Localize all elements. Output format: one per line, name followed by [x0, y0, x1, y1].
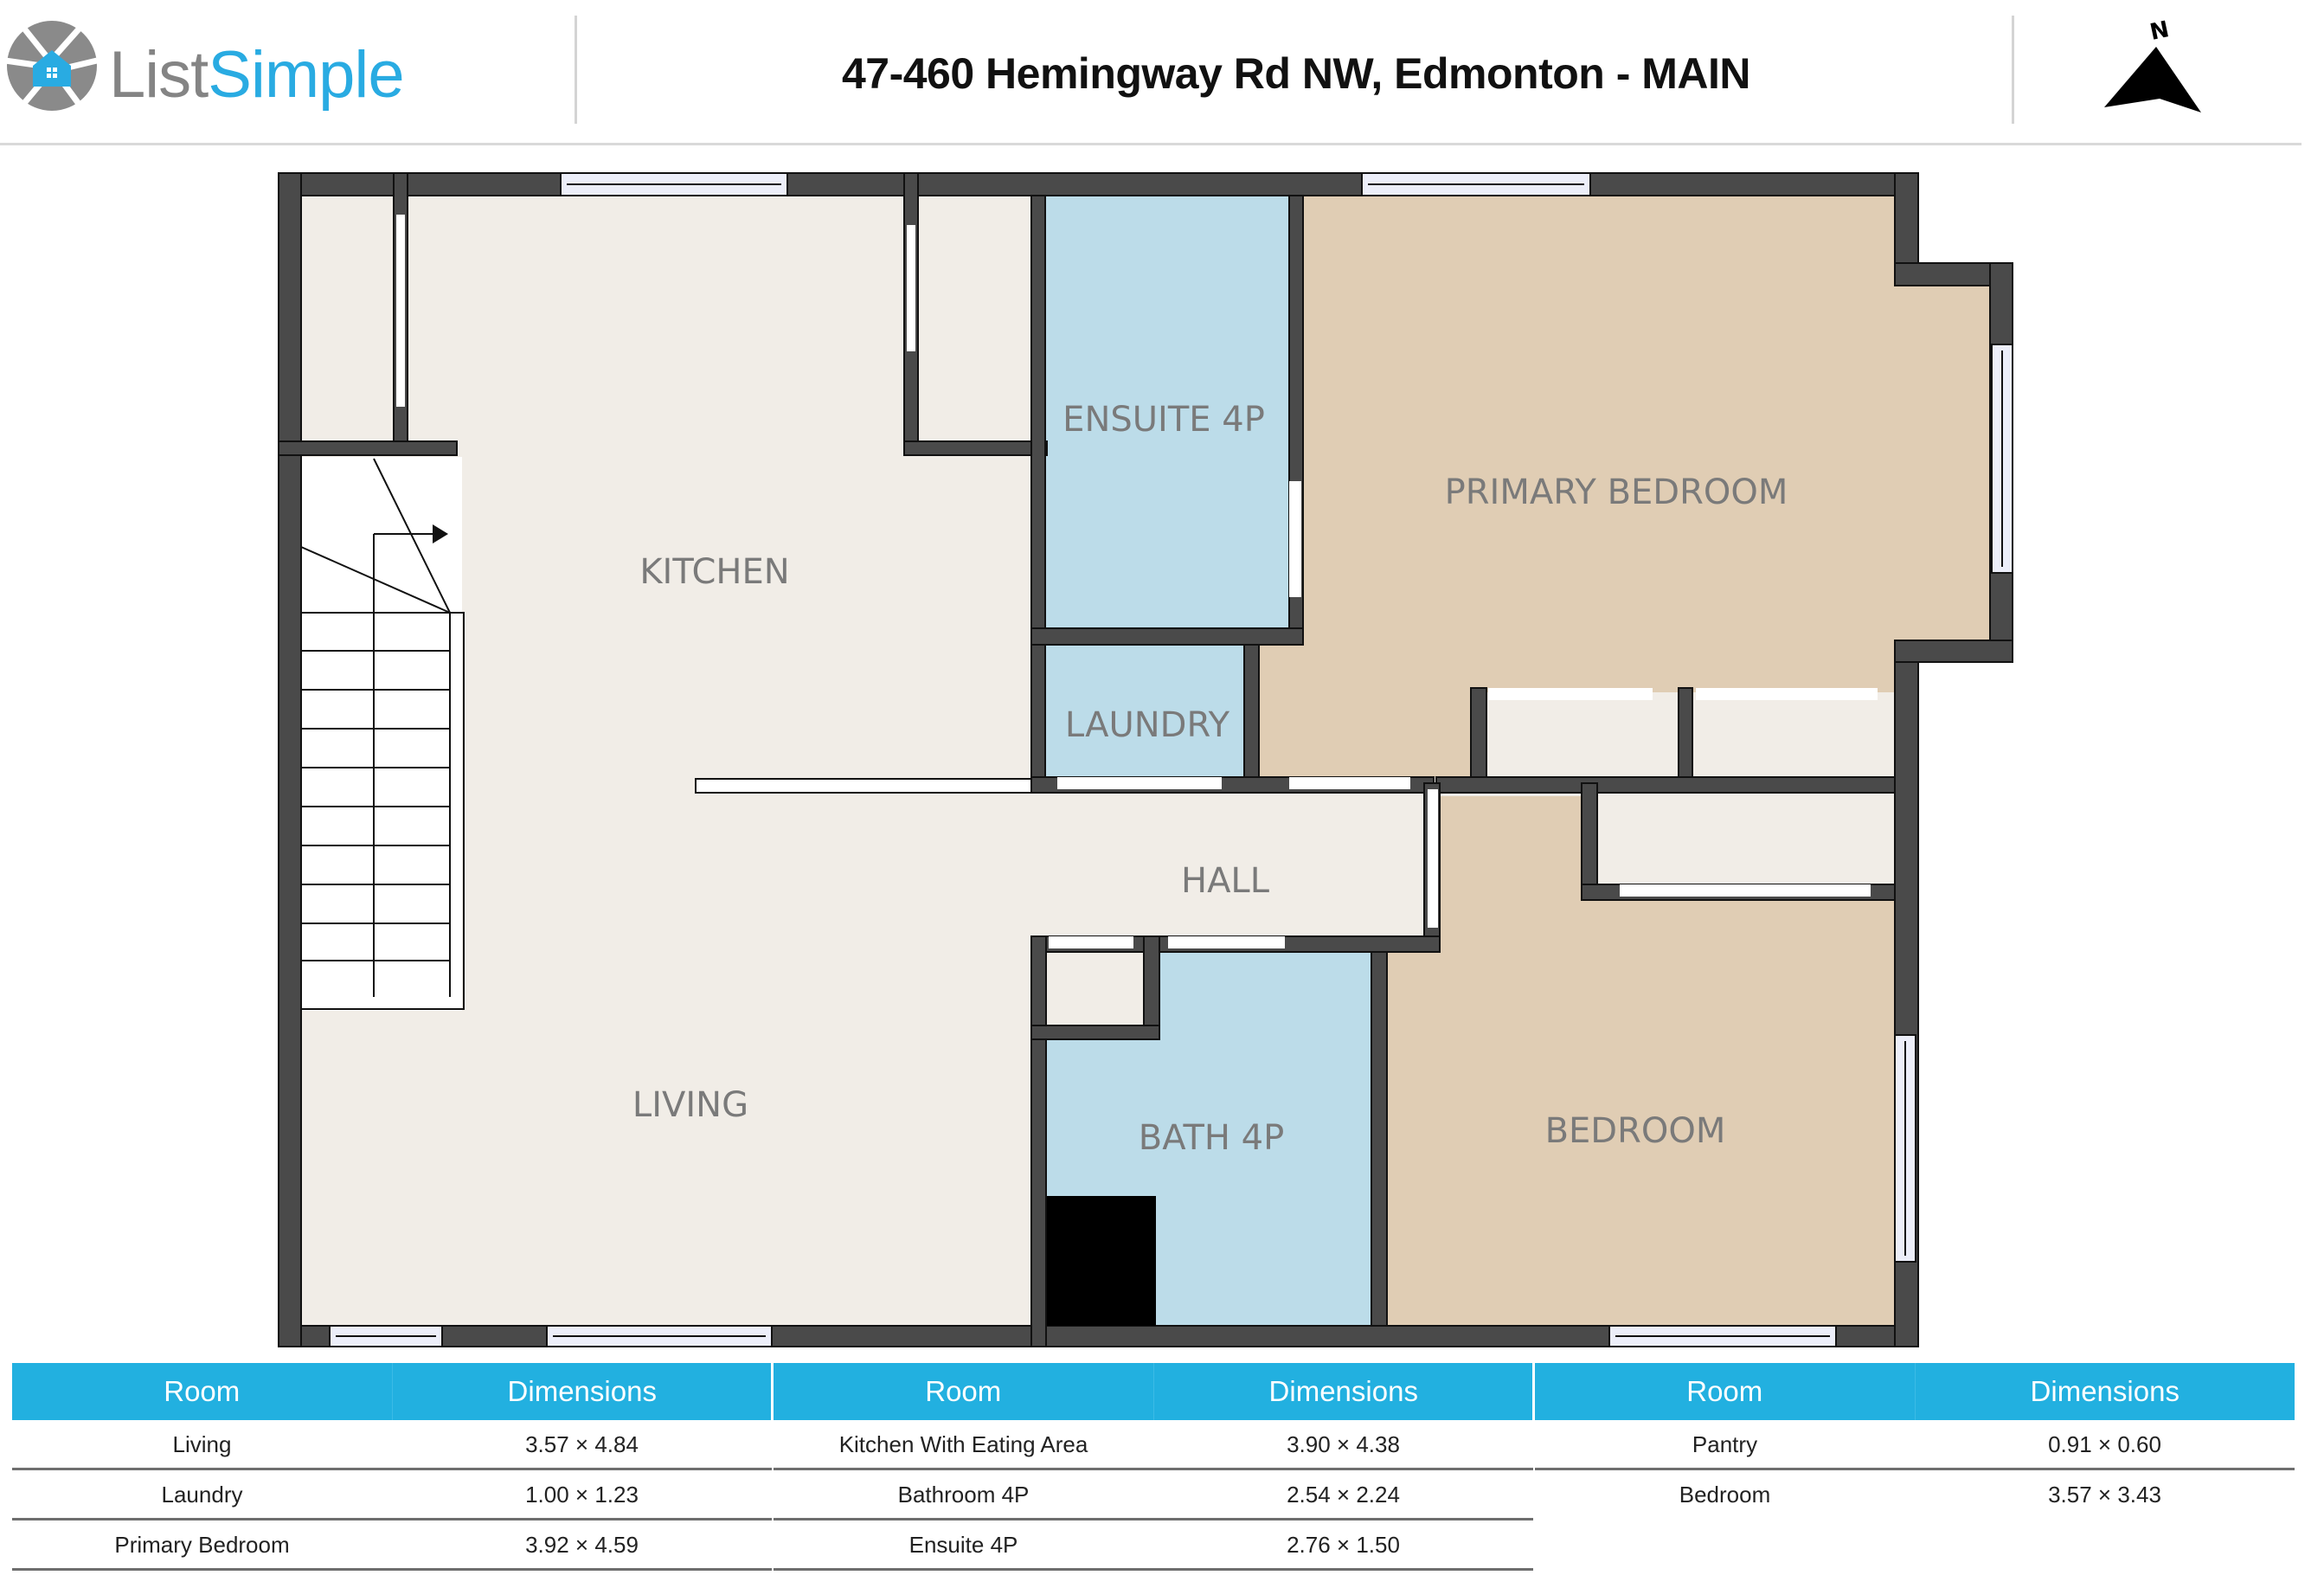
stairs — [301, 457, 462, 1011]
room-laundry-fill — [1045, 645, 1244, 783]
room-label-laundry: LAUNDRY — [1065, 705, 1230, 745]
column-header-room: Room — [1686, 1375, 1763, 1407]
room-label-primary-bedroom: PRIMARY BEDROOM — [1445, 473, 1788, 512]
north-arrow-icon: N — [2104, 16, 2201, 113]
column-header-room: Room — [925, 1375, 1002, 1407]
cell-room: Laundry — [161, 1482, 243, 1508]
room-primary-bedroom-fill — [1259, 196, 1992, 777]
cell-room: Bathroom 4P — [897, 1482, 1030, 1508]
header-divider-left — [575, 16, 577, 124]
listsimple-logo: ListSimple — [3, 17, 419, 113]
room-label-bedroom: BEDROOM — [1545, 1111, 1726, 1151]
cell-dimensions: 3.92 × 4.59 — [525, 1532, 639, 1558]
stairs-lines — [300, 458, 465, 1010]
column-header-room: Room — [164, 1375, 241, 1407]
cell-room: Bedroom — [1679, 1482, 1771, 1508]
table-row: Ensuite 4P 2.76 × 1.50 — [774, 1520, 1533, 1571]
room-ensuite-fill — [1045, 196, 1289, 628]
cell-dimensions: 2.54 × 2.24 — [1287, 1482, 1400, 1508]
column-header-dimensions: Dimensions — [1914, 1363, 2295, 1420]
header-divider-line — [0, 143, 2302, 145]
table-row: Living 3.57 × 4.84 — [12, 1420, 772, 1470]
cell-dimensions: 3.57 × 3.43 — [2048, 1482, 2161, 1508]
table-row: Bedroom 3.57 × 3.43 — [1535, 1470, 2295, 1518]
windows — [329, 172, 2013, 1347]
cell-dimensions: 3.57 × 4.84 — [525, 1431, 639, 1457]
stairs-direction-arrow-icon — [433, 524, 448, 543]
camera-aperture-house-icon — [4, 21, 98, 111]
room-label-ensuite: ENSUITE 4P — [1062, 400, 1265, 440]
table-row: Pantry 0.91 × 0.60 — [1535, 1420, 2295, 1470]
cell-room: Pantry — [1692, 1431, 1758, 1457]
compass: N — [2094, 16, 2224, 123]
cell-room: Ensuite 4P — [908, 1532, 1018, 1558]
column-header-dimensions: Dimensions — [391, 1363, 773, 1420]
column-header-dimensions: Dimensions — [1152, 1363, 1534, 1420]
room-bedroom-fill — [1386, 796, 1895, 1326]
door-openings — [396, 215, 1878, 948]
table-header: Room Dimensions — [774, 1363, 1533, 1420]
table-row: Laundry 1.00 × 1.23 — [12, 1470, 772, 1520]
cell-dimensions: 3.90 × 4.38 — [1287, 1431, 1400, 1457]
cell-dimensions: 1.00 × 1.23 — [525, 1482, 639, 1508]
floor-fills — [279, 173, 2013, 1347]
table-row: Kitchen With Eating Area 3.90 × 4.38 — [774, 1420, 1533, 1470]
column-separator — [771, 1363, 774, 1420]
floor-plan: KITCHEN ENSUITE 4P PRIMARY BEDROOM LAUND… — [278, 172, 2013, 1347]
bathtub-fixture — [1047, 1196, 1156, 1326]
table-group-1: Room Dimensions Living 3.57 × 4.84 Laund… — [12, 1363, 772, 1571]
cell-room: Primary Bedroom — [114, 1532, 290, 1558]
cell-dimensions: 2.76 × 1.50 — [1287, 1532, 1400, 1558]
header-divider-right — [2012, 16, 2014, 124]
table-group-3: Room Dimensions Pantry 0.91 × 0.60 Bedro… — [1535, 1363, 2295, 1518]
cell-dimensions: 0.91 × 0.60 — [2048, 1431, 2161, 1457]
table-row: Primary Bedroom 3.92 × 4.59 — [12, 1520, 772, 1571]
logo-text-list: List — [109, 38, 209, 112]
column-separator — [1532, 1363, 1535, 1420]
logo-wordmark: ListSimple — [109, 36, 405, 114]
room-label-bath: BATH 4P — [1139, 1118, 1285, 1158]
table-header: Room Dimensions — [1535, 1363, 2295, 1420]
table-header: Room Dimensions — [12, 1363, 772, 1420]
table-row: Bathroom 4P 2.54 × 2.24 — [774, 1470, 1533, 1520]
room-label-kitchen: KITCHEN — [639, 552, 789, 592]
page-title: 47-460 Hemingway Rd NW, Edmonton - MAIN — [841, 49, 1751, 98]
room-label-hall: HALL — [1181, 861, 1270, 901]
room-label-living: LIVING — [632, 1085, 748, 1125]
logo-text-simple: Simple — [208, 38, 404, 112]
cell-room: Living — [172, 1431, 232, 1457]
table-group-2: Room Dimensions Kitchen With Eating Area… — [774, 1363, 1533, 1571]
cell-room: Kitchen With Eating Area — [838, 1431, 1088, 1457]
